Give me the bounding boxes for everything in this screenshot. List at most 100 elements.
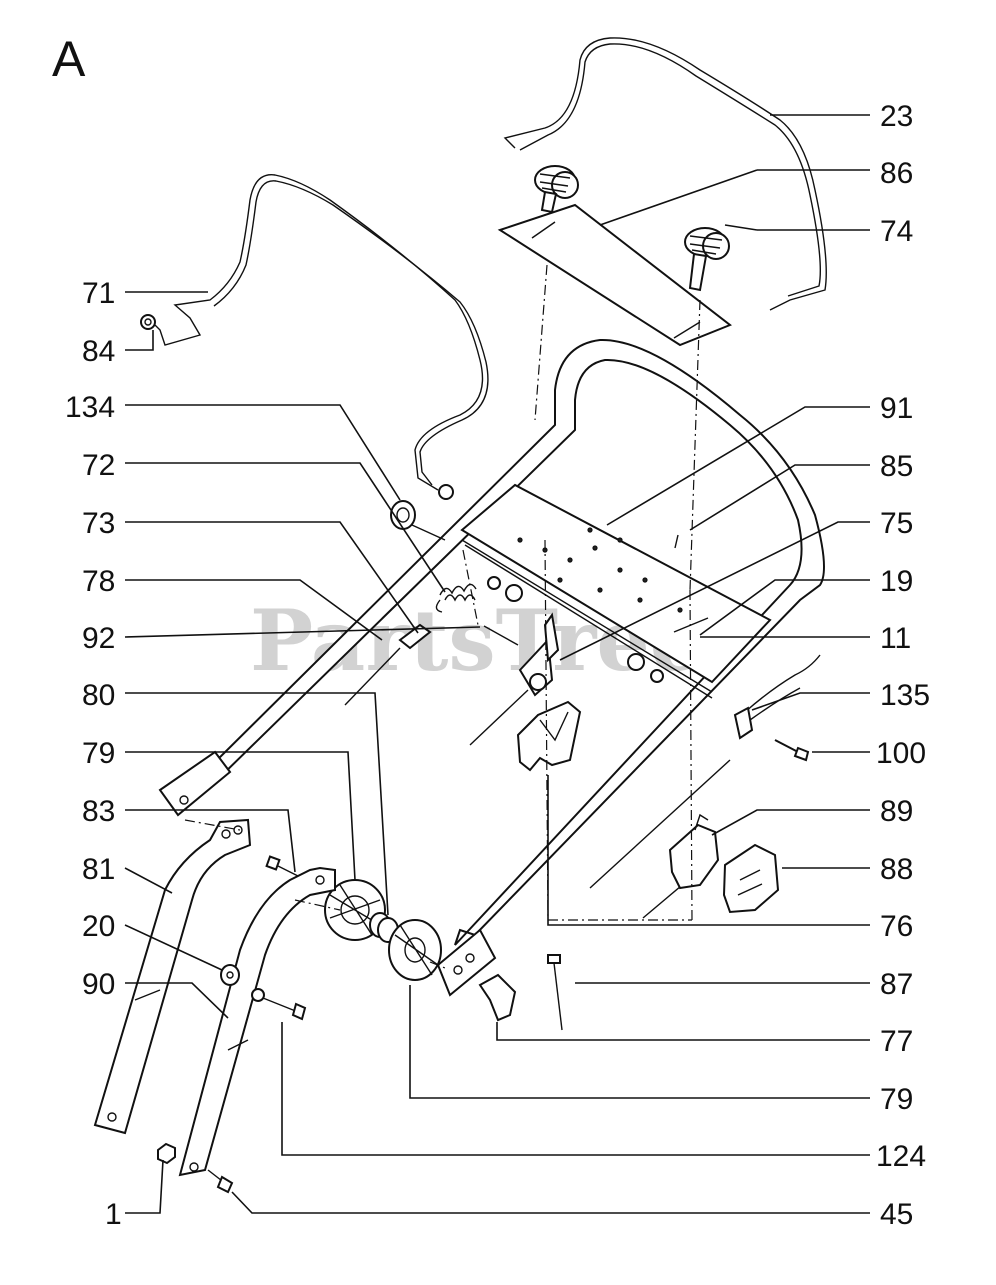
callout-76: 76 <box>880 910 913 943</box>
leader-92 <box>124 626 481 638</box>
part-92-pin <box>483 625 519 646</box>
part-91-crossbar <box>460 483 772 699</box>
leader-73 <box>125 521 419 634</box>
leader-135 <box>751 692 870 711</box>
part-86-plate <box>497 203 732 347</box>
part-73-cable-fitting <box>344 623 432 706</box>
leader-72 <box>125 462 446 593</box>
part-23-upper-bail <box>503 37 827 311</box>
part-89-rod <box>589 759 731 889</box>
leader-89 <box>711 809 870 836</box>
callout-74: 74 <box>880 215 913 248</box>
nut-upper <box>505 584 523 602</box>
leader-lines <box>124 114 870 1214</box>
leader-78 <box>125 579 383 641</box>
leader-74-a <box>724 224 758 231</box>
callout-75: 75 <box>880 507 913 540</box>
part-100-bolt <box>774 739 810 762</box>
callout-71: 71 <box>82 277 115 310</box>
callout-87: 87 <box>880 968 913 1001</box>
part-89-clip <box>668 813 720 890</box>
part-20-washer <box>220 964 240 986</box>
part-75-lever <box>469 612 560 746</box>
leader-79-bottom <box>409 985 870 1099</box>
part-71-inner-line <box>213 180 489 486</box>
leader-124 <box>281 1022 870 1156</box>
callout-89: 89 <box>880 795 913 828</box>
callout-86: 86 <box>880 157 913 190</box>
part-74-grip-left <box>534 165 579 214</box>
washer-upper <box>487 576 501 590</box>
part-81-lower-arm-left <box>93 818 252 1135</box>
leader-19 <box>699 579 870 636</box>
callout-77: 77 <box>880 1025 913 1058</box>
leader-81 <box>124 867 173 894</box>
part-79-ratchet-right <box>388 919 442 981</box>
callout-72: 72 <box>82 449 115 482</box>
callout-1: 1 <box>105 1198 122 1231</box>
leader-20 <box>124 924 223 971</box>
part-23-inner-line <box>519 43 821 297</box>
callout-92: 92 <box>82 622 115 655</box>
part-87-pin <box>547 954 563 1031</box>
leader-134 <box>125 404 401 501</box>
main-handle <box>158 338 825 997</box>
callout-84: 84 <box>82 335 115 368</box>
part-135-bracket <box>733 706 754 740</box>
callout-80: 80 <box>82 679 115 712</box>
callout-79-bottom: 79 <box>880 1083 913 1116</box>
leader-1 <box>125 1159 164 1214</box>
leader-83 <box>125 809 296 873</box>
leader-85 <box>689 464 870 531</box>
callout-19: 19 <box>880 565 913 598</box>
leader-45 <box>231 1191 870 1214</box>
callout-20: 20 <box>82 910 115 943</box>
nut-lower <box>627 653 645 671</box>
part-11-pin <box>674 534 679 549</box>
part-19-pin <box>673 617 709 633</box>
leader-86-a <box>599 169 758 226</box>
callout-88: 88 <box>880 853 913 886</box>
part-1-nut <box>157 1142 176 1165</box>
part-84-nut <box>140 314 156 330</box>
callout-81: 81 <box>82 853 115 886</box>
callout-90: 90 <box>82 968 115 1001</box>
part-134-spring-ring <box>390 500 446 541</box>
callout-73: 73 <box>82 507 115 540</box>
part-45-bolt <box>207 1169 234 1194</box>
leader-76 <box>547 775 870 926</box>
washer-lower <box>650 669 664 683</box>
leader-90 <box>125 982 229 1019</box>
alignment-lines <box>184 264 701 969</box>
callout-85: 85 <box>880 450 913 483</box>
callout-124: 124 <box>876 1140 926 1173</box>
part-71-lower-bail <box>149 174 484 491</box>
part-76-housing <box>516 700 582 772</box>
callout-79-top: 79 <box>82 737 115 770</box>
callout-91: 91 <box>880 392 913 425</box>
callout-11: 11 <box>880 622 911 655</box>
part-135-cable <box>744 654 821 713</box>
leader-79-top <box>125 751 356 881</box>
callout-83: 83 <box>82 795 115 828</box>
callout-100: 100 <box>876 737 926 770</box>
part-90-lower-arm-right <box>178 866 336 1177</box>
callout-45: 45 <box>880 1198 913 1231</box>
part-135-cable-2 <box>749 687 801 721</box>
section-letter: A <box>52 31 86 87</box>
leader-75 <box>559 521 870 661</box>
part-83-bolt <box>265 855 299 877</box>
callout-labels: 23 86 74 71 84 134 91 72 85 73 75 78 19 … <box>65 100 930 1231</box>
leader-77 <box>496 1022 870 1041</box>
callout-134: 134 <box>65 391 115 424</box>
leader-80 <box>125 692 389 916</box>
part-88-clip <box>722 843 780 914</box>
part-74-grip-right <box>684 227 730 292</box>
callout-135: 135 <box>880 679 930 712</box>
part-71-bolt <box>438 484 454 500</box>
callout-78: 78 <box>82 565 115 598</box>
leader-84 <box>125 330 154 351</box>
callout-23: 23 <box>880 100 913 133</box>
